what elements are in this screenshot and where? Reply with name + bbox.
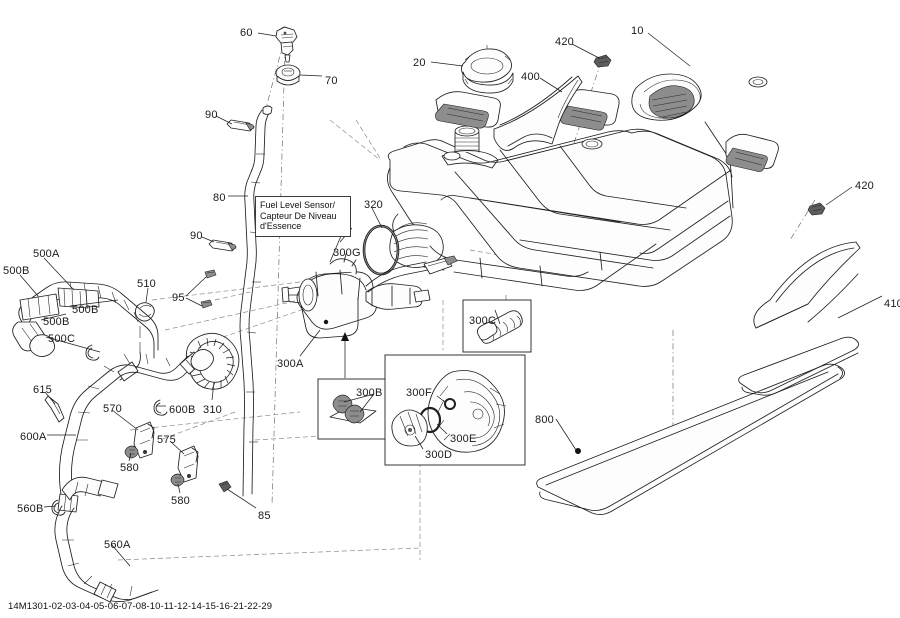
inset-box-300B <box>317 378 387 440</box>
callout-label-600A: 600A <box>20 431 47 443</box>
clip-part-560B <box>51 499 66 516</box>
callout-label-510: 510 <box>137 278 156 290</box>
callout-label-300E: 300E <box>450 433 477 445</box>
fuel-cap-part-20 <box>461 45 514 94</box>
tank-handle-group <box>631 73 702 121</box>
diagram-footer-code: 14M1301-02-03-04-05-06-07-08-10-11-12-14… <box>8 601 273 612</box>
tank-latch-right <box>725 133 779 172</box>
callout-label-300A: 300A <box>277 358 304 370</box>
callout-label-20: 20 <box>413 57 426 69</box>
grommet-part-70 <box>275 64 301 86</box>
fuel-pump-module-part-300A <box>281 253 458 378</box>
callout-label-500Bc: 500B <box>43 316 70 328</box>
callout-label-800: 800 <box>535 414 554 426</box>
deflector-part-410 <box>753 241 861 329</box>
clamp-part-510 <box>134 302 155 322</box>
callout-label-300B: 300B <box>356 387 383 399</box>
callout-label-600B: 600B <box>169 404 196 416</box>
callout-label-580a: 580 <box>120 462 139 474</box>
note-line-3: d'Essence <box>260 221 302 231</box>
bracket-part-570 <box>133 421 155 459</box>
fuel-tank-part-10 <box>387 73 779 291</box>
callout-label-300C: 300C <box>469 315 497 327</box>
callout-label-570: 570 <box>103 403 122 415</box>
note-line-2: Capteur De Niveau <box>260 210 337 221</box>
coolant-hose-part-560A <box>54 476 159 603</box>
screw-part-95-lower <box>200 299 213 309</box>
callout-label-580b: 580 <box>171 495 190 507</box>
callout-label-420b: 420 <box>855 180 874 192</box>
clip-part-90-upper <box>226 119 255 132</box>
callout-label-60: 60 <box>240 27 253 39</box>
callout-label-310: 310 <box>203 404 222 416</box>
bracket-part-575 <box>177 445 199 483</box>
callout-label-300F: 300F <box>406 387 432 399</box>
hose-end-part-85 <box>218 480 232 493</box>
fuel-line-part-500A <box>12 281 159 382</box>
callout-label-85: 85 <box>258 510 271 522</box>
screw-part-580-right <box>170 473 185 487</box>
vent-valve-part-60 <box>275 26 298 63</box>
coolant-hose-part-600A <box>57 349 214 513</box>
callout-label-615: 615 <box>33 384 52 396</box>
tank-latch-left <box>435 91 501 129</box>
callout-label-95: 95 <box>172 292 185 304</box>
clip-part-600B <box>153 399 168 416</box>
callout-label-410: 410 <box>884 298 900 310</box>
callout-label-560A: 560A <box>104 539 131 551</box>
callout-label-500C: 500C <box>48 333 76 345</box>
callout-label-300G: 300G <box>333 247 361 259</box>
callout-label-10: 10 <box>631 25 644 37</box>
grommet-part-420-right <box>807 202 826 216</box>
callout-label-500A: 500A <box>33 248 60 260</box>
callout-label-70: 70 <box>325 75 338 87</box>
screw-part-580-left <box>124 445 139 459</box>
leader-lines <box>19 32 883 567</box>
splash-guard-part-400 <box>493 75 583 151</box>
callout-label-500Bb: 500B <box>72 304 99 316</box>
callout-label-400: 400 <box>521 71 540 83</box>
tank-latch-mid <box>559 89 620 131</box>
vent-hose-part-80 <box>239 105 273 497</box>
screw-part-95-upper <box>204 269 217 279</box>
pump-housing-illustration <box>427 370 507 453</box>
callout-label-300D: 300D <box>425 449 453 461</box>
fuel-level-sensor-note: Fuel Level Sensor/ Capteur De Niveau d'E… <box>255 196 351 237</box>
callout-label-90b: 90 <box>190 230 203 242</box>
callout-label-575: 575 <box>157 434 176 446</box>
inset-box-300C <box>462 299 532 353</box>
note-line-1: Fuel Level Sensor/ <box>260 200 336 210</box>
callout-label-420a: 420 <box>555 36 574 48</box>
inset-box-300DEF <box>384 354 526 466</box>
clip-part-90-lower <box>208 239 237 252</box>
callout-label-80: 80 <box>213 192 226 204</box>
floor-mat-part-800 <box>536 336 859 516</box>
callout-label-500Ba: 500B <box>3 265 30 277</box>
callout-label-560B: 560B <box>17 503 44 515</box>
callout-label-90a: 90 <box>205 109 218 121</box>
clip-part-615 <box>44 395 65 423</box>
callout-label-320: 320 <box>364 199 383 211</box>
